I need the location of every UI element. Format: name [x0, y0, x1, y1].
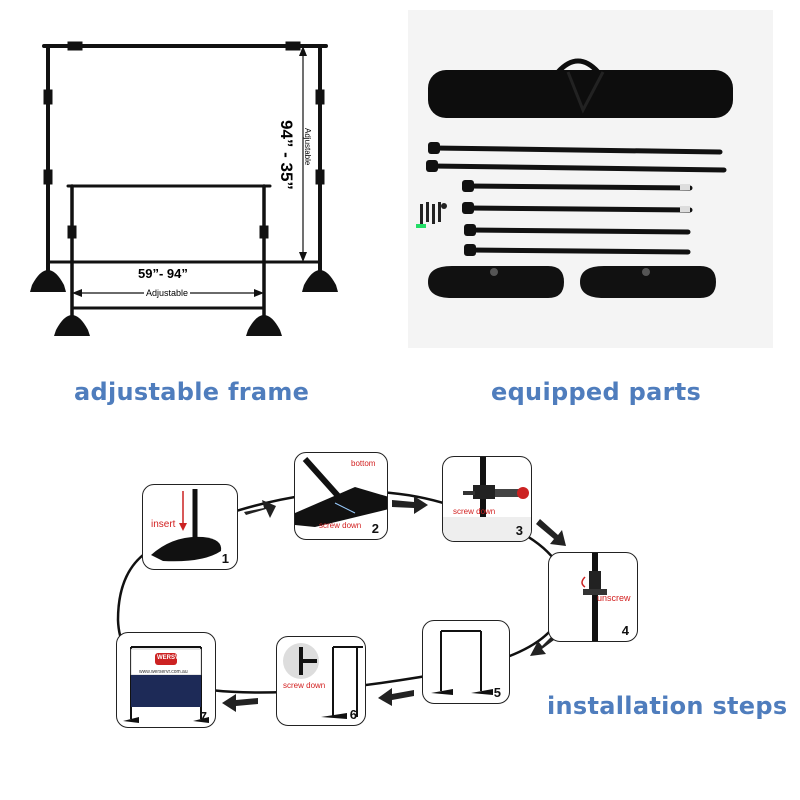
step-6-number: 6	[349, 707, 357, 722]
width-range-label: 59”- 94”	[138, 266, 188, 281]
step-2-card: bottom screw down 2	[294, 452, 388, 540]
arrow-5-6	[378, 688, 414, 706]
step-2-label: screw down	[319, 521, 362, 530]
step-1-number: 1	[221, 551, 229, 566]
step-4-number: 4	[621, 623, 629, 638]
step-2-number: 2	[371, 521, 379, 536]
step-7-banner-logo: WERSVR	[157, 655, 184, 661]
step-4-label: unscrew	[597, 593, 631, 603]
parts-drawing	[416, 58, 733, 298]
arrow-6-7	[222, 694, 258, 712]
step-7-card: WERSVR www.werservr.com.au 7	[116, 632, 216, 728]
carry-bag	[428, 70, 733, 118]
equipped-parts-photo	[408, 10, 773, 348]
arrow-2-3	[392, 496, 428, 514]
arrow-3-4	[536, 519, 566, 546]
step-5-card: 5	[422, 620, 510, 704]
step-1-label: insert	[151, 519, 176, 530]
caption-installation-steps: installation steps	[547, 692, 788, 720]
step-1-card: insert 1	[142, 484, 238, 570]
step-3-label: screw down	[453, 507, 496, 516]
adjustable-frame-illustration: 94” - 35” Adjustable 59”- 94” Adjustable	[20, 30, 350, 350]
caption-adjustable-frame: adjustable frame	[74, 378, 310, 406]
width-adjustable-label: Adjustable	[144, 288, 191, 298]
step-3-card: screw down 3	[442, 456, 532, 542]
arrow-1-2	[244, 500, 276, 518]
step-6-card: screw down 6	[276, 636, 366, 726]
caption-equipped-parts: equipped parts	[491, 378, 702, 406]
step-4-card: unscrew 4	[548, 552, 638, 642]
step-5-number: 5	[493, 685, 501, 700]
step-6-label: screw down	[283, 681, 326, 690]
step-7-banner-url: www.werservr.com.au	[139, 669, 188, 675]
step-3-number: 3	[515, 523, 523, 538]
step-7-number: 7	[199, 709, 207, 724]
frame-drawing	[30, 41, 338, 336]
step-2-bottom-label: bottom	[351, 459, 376, 468]
